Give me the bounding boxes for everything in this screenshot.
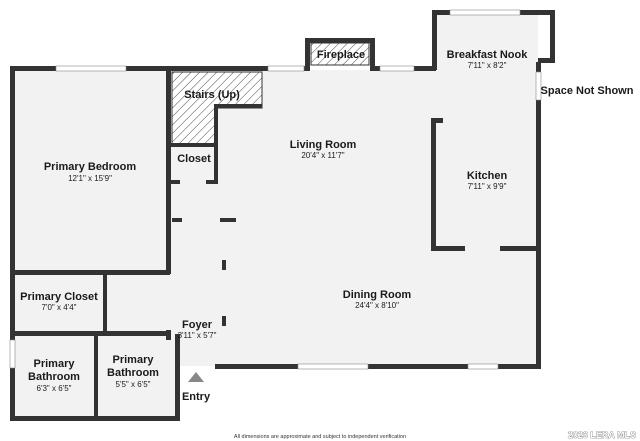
room-name-primary-bathroom-2-line2: Bathroom [107, 367, 159, 379]
windows [9, 9, 542, 370]
label-entry: Entry [182, 391, 211, 403]
room-dims-kitchen: 7'11" x 9'9" [468, 182, 507, 191]
window-dining-2 [467, 363, 499, 370]
wall-closet-top [168, 143, 218, 147]
window-nook-east [535, 71, 542, 101]
window-dining-1 [297, 363, 369, 370]
room-name-closet: Closet [177, 153, 211, 165]
room-dims-foyer: 3'11" x 5'7" [178, 331, 217, 340]
window-bath [9, 339, 16, 369]
room-name-primary-closet: Primary Closet [20, 291, 98, 303]
wall-stairs-bottom [216, 104, 262, 108]
wall-foyer-left [175, 364, 180, 370]
room-dims-primary-bathroom-1: 6'3" x 6'5" [37, 384, 72, 393]
wall-closet-bottom-left [168, 180, 180, 184]
wall-east [536, 100, 541, 369]
wall-stub-2 [220, 218, 236, 222]
wall-bottom-main [215, 364, 540, 369]
wall-kitchen-bottom-right [500, 246, 540, 251]
wall-closet-bottom-right [206, 180, 218, 184]
wall-fireplace-left [305, 38, 310, 68]
entry-arrow-icon [188, 372, 204, 382]
window-nook [449, 9, 521, 16]
room-dims-primary-bathroom-2: 5'5" x 6'5" [116, 380, 151, 389]
window-living-east [379, 65, 415, 72]
wall-closet-east [103, 270, 107, 334]
floor-nook-kitchen [436, 14, 538, 366]
wall-bedroom-bottom [10, 270, 170, 275]
wall-fireplace-top [305, 38, 375, 43]
wall-fireplace-right [370, 38, 375, 68]
wall-nook-left [432, 10, 437, 70]
room-dims-living-room: 20'4" x 11'7" [301, 151, 344, 160]
room-name-stairs: Stairs (Up) [184, 89, 240, 101]
room-dims-primary-bedroom: 12'1" x 15'9" [68, 174, 112, 183]
room-name-primary-bathroom-2-line1: Primary [113, 354, 155, 366]
wall-kitchen-west [431, 118, 436, 250]
wall-kitchen-bottom-left [431, 246, 465, 251]
wall-nook-right [550, 10, 555, 62]
room-name-kitchen: Kitchen [467, 170, 508, 182]
wall-bath-divider [94, 334, 98, 420]
label-space-not-shown: Space Not Shown [541, 85, 634, 97]
wall-stub-4 [222, 316, 226, 326]
room-dims-dining-room: 24'4" x 8'10" [355, 301, 399, 310]
wall-west [10, 66, 15, 420]
room-name-primary-bathroom-1-line2: Bathroom [28, 371, 80, 383]
room-name-living-room: Living Room [290, 139, 357, 151]
floor-west-wing [14, 70, 168, 366]
wall-bedroom-east [166, 66, 171, 274]
wall-nook-step [538, 58, 555, 63]
room-name-breakfast-nook: Breakfast Nook [447, 49, 529, 61]
wall-closet-bottom [10, 331, 170, 336]
wall-bath-bottom [10, 416, 180, 421]
wall-stub-5 [166, 330, 171, 340]
room-name-fireplace: Fireplace [317, 49, 365, 61]
wall-bath-east [175, 334, 180, 420]
room-name-foyer: Foyer [182, 319, 213, 331]
wall-east-top [536, 62, 541, 72]
floor-areas [14, 14, 538, 416]
wall-top-west [10, 66, 310, 71]
wall-stub-1 [172, 218, 182, 222]
room-name-dining-room: Dining Room [343, 289, 412, 301]
window-living-west [267, 65, 305, 72]
window-bedroom [55, 65, 127, 72]
room-name-primary-bedroom: Primary Bedroom [44, 161, 137, 173]
wall-kitchen-west-cap [431, 118, 443, 123]
room-dims-primary-closet: 7'0" x 4'4" [42, 303, 77, 312]
floor-bath-1 [14, 336, 96, 416]
room-dims-breakfast-nook: 7'11" x 8'2" [468, 61, 507, 70]
floor-bath-2 [96, 336, 178, 416]
watermark-text: 2026 LERA MLS [568, 430, 636, 440]
footer-disclaimer: All dimensions are approximate and subje… [234, 434, 406, 440]
wall-stub-3 [222, 260, 226, 270]
room-name-primary-bathroom-1-line1: Primary [34, 358, 76, 370]
